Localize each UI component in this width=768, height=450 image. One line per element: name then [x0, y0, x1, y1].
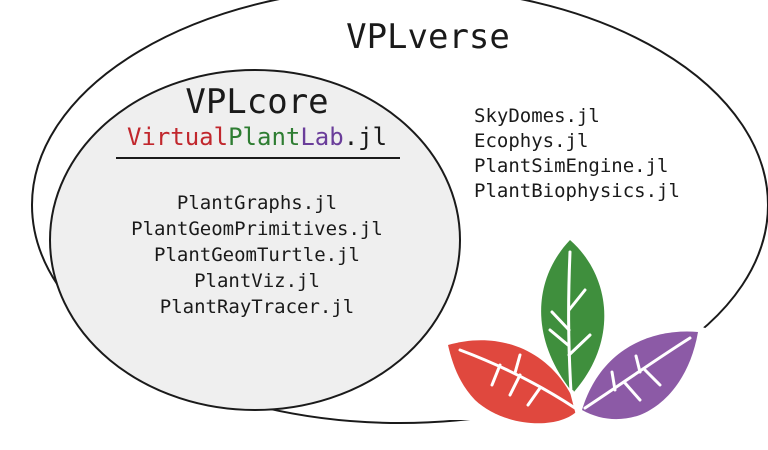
- ecosystem-package-item: PlantBiophysics.jl: [474, 180, 680, 202]
- virtualplantlab-subtitle: VirtualPlantLab.jl: [127, 123, 387, 151]
- vplcore-inner-ellipse: [49, 69, 461, 411]
- subtitle-part-2: Lab: [300, 123, 343, 151]
- purple-leaf-icon: [582, 331, 698, 420]
- three-leaf-logo-icon: [448, 240, 698, 424]
- core-package-item: PlantViz.jl: [194, 270, 320, 292]
- purple-leaf-veins-icon: [583, 336, 692, 410]
- vplverse-outer-ellipse: [31, 0, 768, 424]
- vplcore-title: VPLcore: [185, 82, 328, 122]
- ecosystem-package-item: Ecophys.jl: [474, 130, 588, 152]
- subtitle-part-1: Plant: [228, 123, 300, 151]
- logo-stem-icon: [570, 390, 580, 417]
- vplverse-title: VPLverse: [346, 17, 510, 57]
- subtitle-part-0: Virtual: [127, 123, 228, 151]
- ecosystem-package-list: SkyDomes.jlEcophys.jlPlantSimEngine.jlPl…: [474, 105, 680, 202]
- red-leaf-veins-icon: [458, 348, 577, 410]
- core-package-list: PlantGraphs.jlPlantGeomPrimitives.jlPlan…: [131, 192, 383, 318]
- green-leaf-icon: [541, 240, 605, 393]
- core-package-item: PlantGeomPrimitives.jl: [131, 218, 383, 240]
- core-package-item: PlantGeomTurtle.jl: [154, 244, 360, 266]
- ecosystem-package-item: SkyDomes.jl: [474, 105, 600, 127]
- red-leaf-icon: [448, 340, 578, 424]
- ecosystem-package-item: PlantSimEngine.jl: [474, 155, 668, 177]
- core-package-item: PlantGraphs.jl: [177, 192, 337, 214]
- green-leaf-veins-icon: [548, 250, 592, 394]
- subtitle-part-3: .jl: [344, 123, 387, 151]
- core-package-item: PlantRayTracer.jl: [160, 296, 354, 318]
